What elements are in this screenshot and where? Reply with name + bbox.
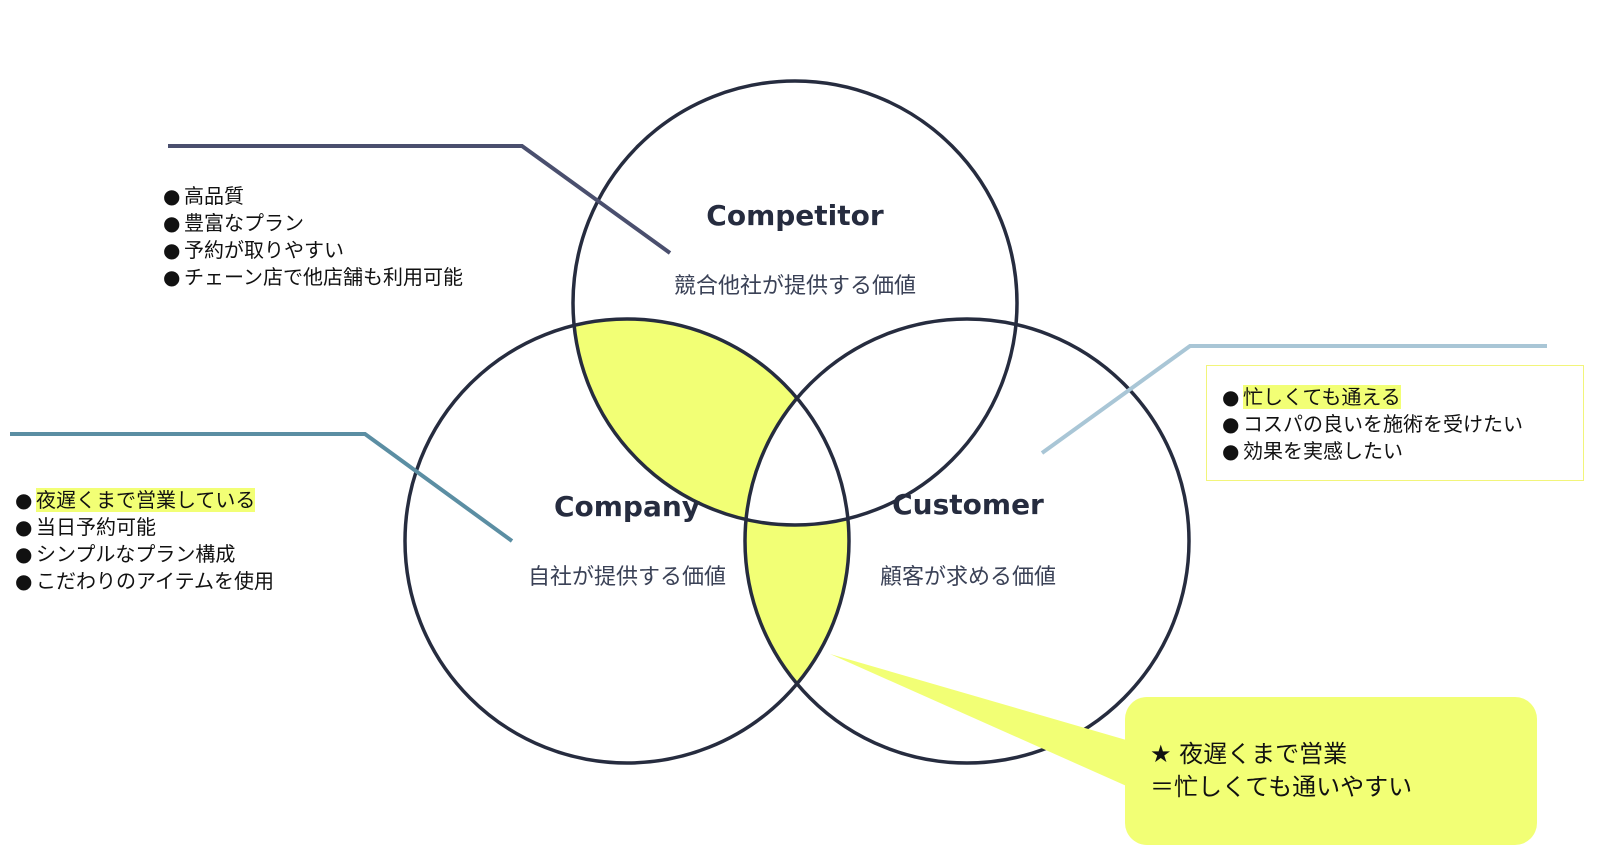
bullet-icon: ● [1222,439,1240,463]
list-item: ●シンプルなプラン構成 [15,542,236,566]
callout-text: ★ 夜遅くまで営業 ＝忙しくても通いやすい [1150,738,1412,804]
callout-pointer [830,654,1140,792]
bullet-icon: ● [163,238,181,262]
customer-leader-line [1040,344,1547,455]
bullet-icon: ● [15,488,33,512]
company-notes: ●夜遅くまで営業している ●当日予約可能 ●シンプルなプラン構成 ●こだわりのア… [15,487,274,595]
list-item: ●チェーン店で他店舗も利用可能 [163,265,463,289]
bullet-icon: ● [15,515,33,539]
highlighted-note: 忙しくても通える [1243,385,1401,409]
competitor-leader-line [168,144,672,255]
highlight-region [573,319,849,763]
callout-line-2: ＝忙しくても通いやすい [1150,773,1413,801]
company-circle [403,317,851,765]
company-title: Company [553,490,701,523]
list-item: ●こだわりのアイテムを使用 [15,569,274,593]
company-subtitle: 自社が提供する価値 [527,565,726,590]
bullet-icon: ● [163,211,181,235]
competitor-notes: ●高品質 ●豊富なプラン ●予約が取りやすい ●チェーン店で他店舗も利用可能 [163,183,463,291]
customer-circle [743,317,1191,765]
list-item: ●効果を実感したい [1222,439,1403,463]
company-leader-line [10,432,514,543]
competitor-subtitle: 競合他社が提供する価値 [673,274,916,299]
customer-subtitle: 顧客が求める価値 [879,565,1056,590]
bullet-icon: ● [163,265,181,289]
list-item: ●予約が取りやすい [163,238,344,262]
list-item: ●豊富なプラン [163,211,304,235]
list-item: ●高品質 [163,184,244,208]
competitor-circle [571,79,1019,527]
customer-notes: ●忙しくても通える ●コスパの良いを施術を受けたい ●効果を実感したい [1222,384,1523,465]
list-item: ●コスパの良いを施術を受けたい [1222,412,1523,436]
customer-notes-box [1206,365,1584,481]
bullet-icon: ● [15,542,33,566]
list-item: ●忙しくても通える [1222,384,1523,411]
bullet-icon: ● [163,184,181,208]
bullet-icon: ● [15,569,33,593]
bullet-icon: ● [1222,412,1240,436]
callout-line-1: ★ 夜遅くまで営業 [1150,740,1348,768]
list-item: ●夜遅くまで営業している [15,487,274,514]
customer-title: Customer [892,488,1044,521]
list-item: ●当日予約可能 [15,515,156,539]
highlighted-note: 夜遅くまで営業している [36,488,256,512]
bullet-icon: ● [1222,385,1240,409]
competitor-title: Competitor [706,199,884,232]
callout-box [1125,697,1537,845]
